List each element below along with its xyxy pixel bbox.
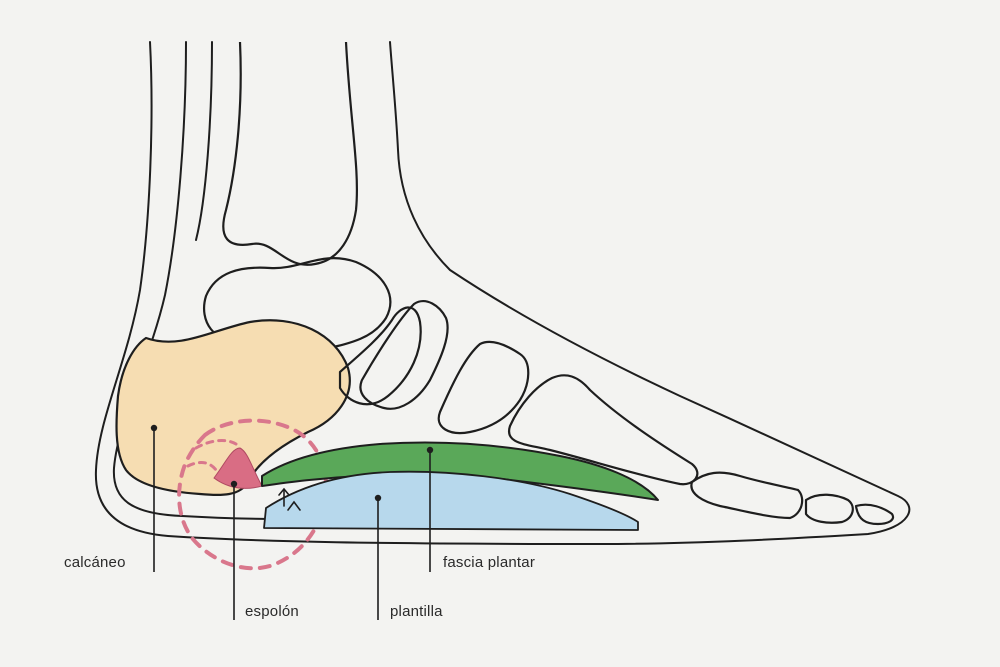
up-arrow-icon (278, 487, 301, 511)
skin-outline (94, 41, 911, 545)
dot-plantilla (374, 494, 382, 502)
leader-dots (150, 424, 434, 502)
leader-lines (153, 428, 431, 620)
label-espolon: espolón (245, 603, 299, 620)
insole (263, 470, 639, 531)
inflammation-ring (177, 418, 328, 571)
dot-fascia (426, 446, 434, 454)
phalanx-middle-bone (804, 493, 854, 524)
navicular-bone (338, 306, 422, 406)
dot-espolon (230, 480, 238, 488)
metatarsal-2-bone (507, 374, 699, 486)
cuboid-bone (359, 300, 449, 410)
metatarsal-1-bone (437, 340, 530, 435)
heel-spur (213, 447, 263, 489)
calcaneus-bone (115, 319, 351, 497)
label-fascia-plantar: fascia plantar (443, 554, 536, 571)
tibia-bone (222, 41, 359, 266)
fibula-outline (195, 41, 213, 241)
inflammation-marks (186, 439, 238, 472)
dot-calcaneo (150, 424, 158, 432)
heel-fat-outline (112, 41, 381, 521)
label-calcaneo: calcáneo (64, 554, 126, 571)
phalanx-distal-bone (854, 503, 895, 526)
label-plantilla: plantilla (390, 603, 443, 620)
phalanx-proximal-bone (690, 471, 804, 520)
